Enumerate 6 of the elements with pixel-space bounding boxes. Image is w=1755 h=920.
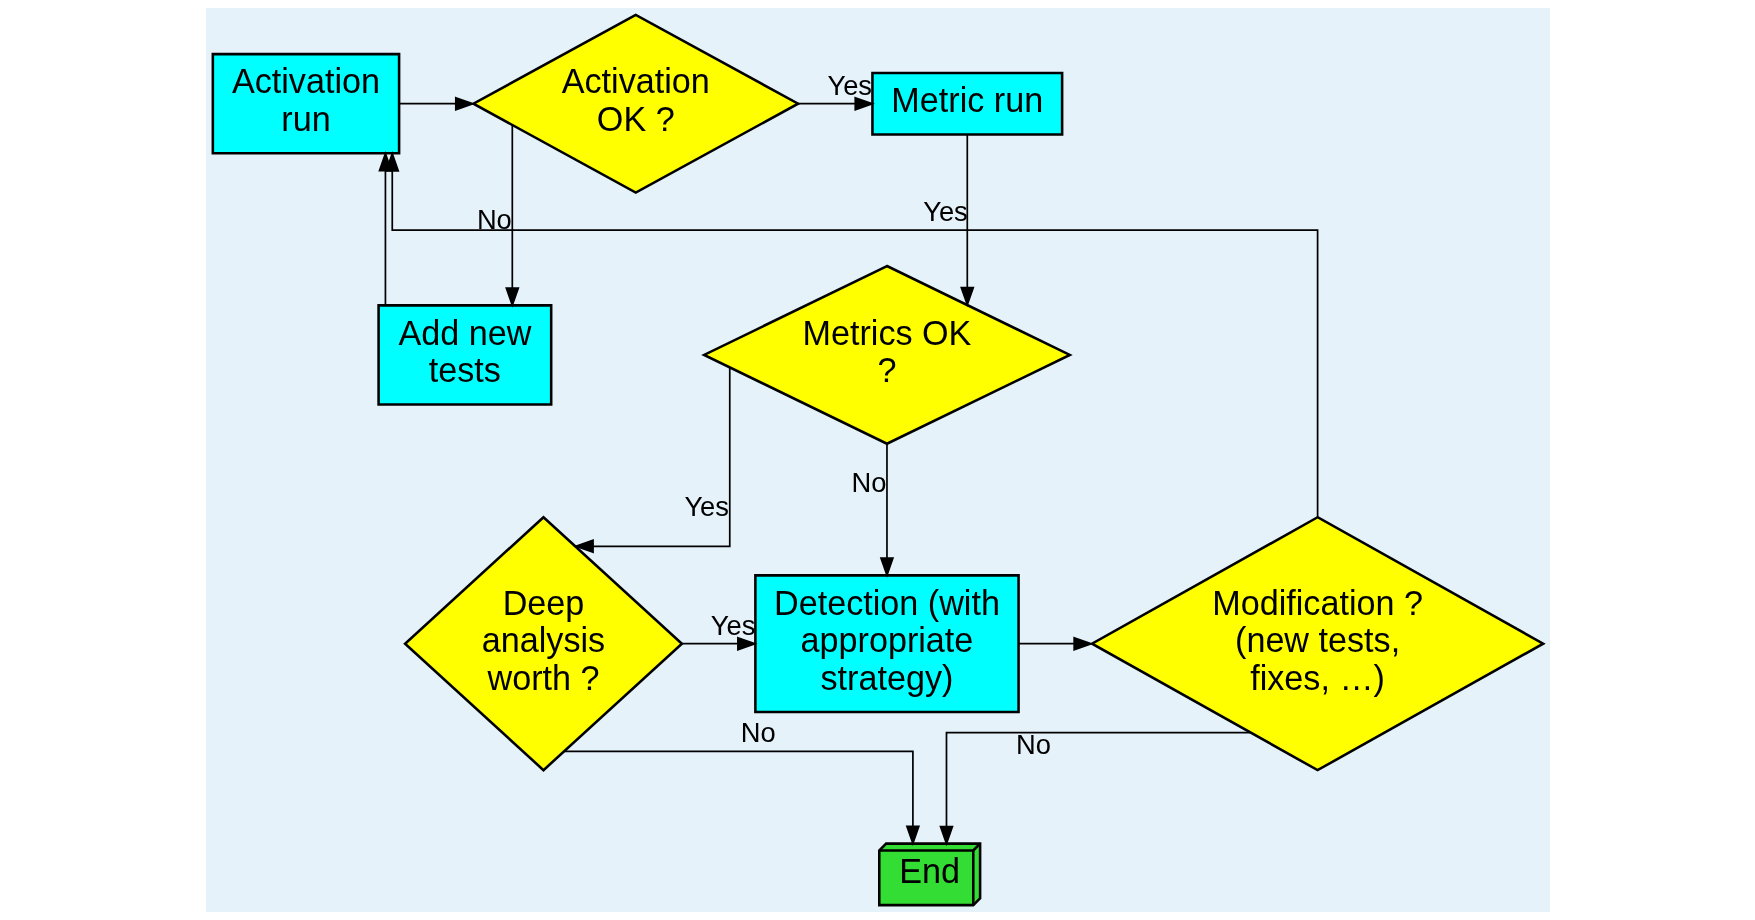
edge-label: No [1015,729,1051,761]
edge-label: No [740,717,776,749]
edge-label: Yes [826,69,872,101]
edge-label: No [476,203,512,235]
edge-label: Yes [683,491,729,523]
edge-label: No [851,467,886,499]
